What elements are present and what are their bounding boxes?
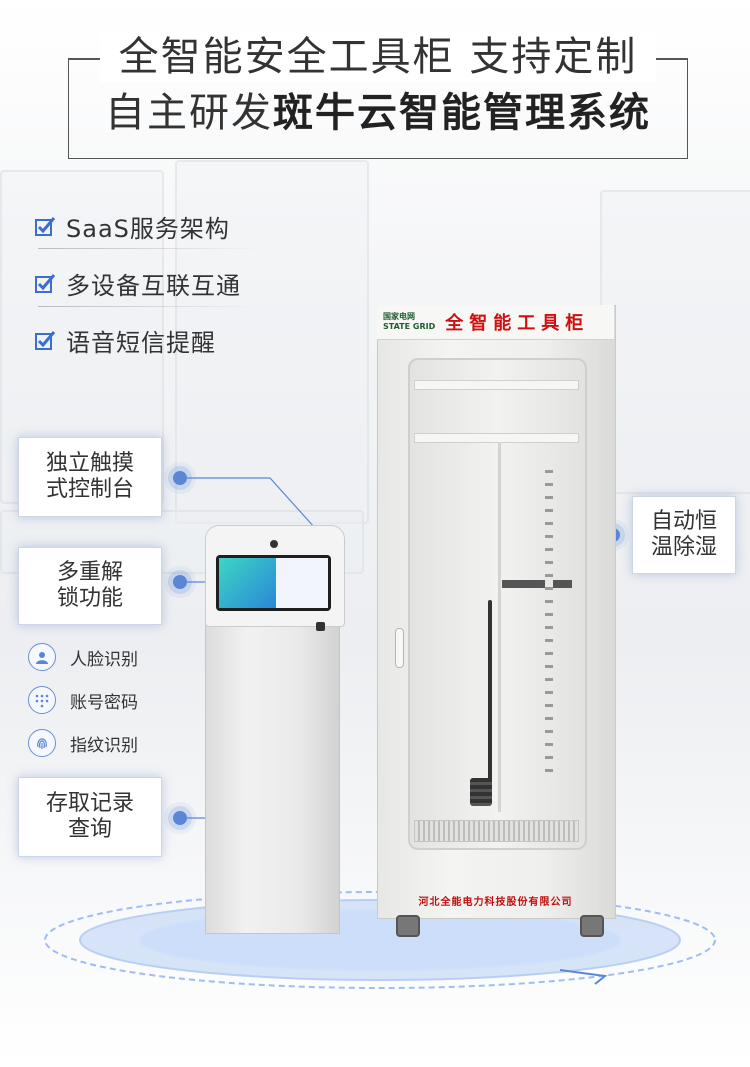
- callout-touch-console: 独立触摸 式控制台: [18, 437, 162, 517]
- indicator-dot: [173, 471, 187, 485]
- face-recognition-icon: [28, 643, 56, 671]
- state-grid-logo: 国家电网 STATE GRID: [383, 312, 436, 331]
- indicator-dot: [173, 575, 187, 589]
- indicator-dot: [173, 811, 187, 825]
- callout-text: 温除湿: [650, 535, 717, 560]
- kiosk-touchscreen[interactable]: [216, 555, 331, 611]
- shelf: [414, 380, 579, 390]
- vent-grille: [414, 820, 579, 842]
- divider: [38, 306, 262, 307]
- callout-records-query: 存取记录 查询: [18, 777, 162, 857]
- callout-text: 自动恒: [650, 509, 717, 534]
- feature-label: SaaS服务架构: [66, 214, 230, 243]
- shelf: [414, 433, 579, 443]
- unlock-method-label: 指纹识别: [70, 735, 138, 756]
- cable: [488, 600, 492, 800]
- feature-item-saas: SaaS服务架构: [34, 208, 294, 244]
- check-icon: [35, 274, 56, 293]
- divider-panel: [498, 442, 501, 812]
- rack-strip: [545, 460, 553, 780]
- check-icon: [35, 331, 56, 350]
- callout-text: 锁功能: [56, 586, 123, 611]
- callout-text: 式控制台: [45, 477, 134, 502]
- header-subtitle: 自主研发斑牛云智能管理系统: [105, 90, 651, 136]
- screen-login-panel: [275, 558, 328, 608]
- callout-text: 独立触摸: [45, 451, 134, 476]
- feature-label: 语音短信提醒: [66, 328, 216, 357]
- fingerprint-icon: [28, 729, 56, 757]
- callout-text: 多重解: [56, 560, 123, 585]
- manufacturer-label: 河北全能电力科技股份有限公司: [418, 897, 573, 908]
- cabinet-glass-door: [408, 358, 587, 850]
- unlock-method-label: 账号密码: [70, 692, 138, 713]
- unlock-method-fingerprint: 指纹识别: [28, 728, 138, 758]
- dehumidifier-unit: [470, 778, 492, 806]
- cabinet-title: 全智能工具柜: [445, 313, 590, 334]
- caster-wheel: [580, 915, 604, 937]
- callout-text: 查询: [67, 817, 112, 842]
- feature-item-interconnect: 多设备互联互通: [34, 265, 294, 301]
- feature-label: 多设备互联互通: [66, 271, 241, 300]
- feature-item-voice-sms: 语音短信提醒: [34, 322, 294, 358]
- callout-text: 存取记录: [45, 791, 134, 816]
- divider: [38, 248, 262, 249]
- caster-wheel: [396, 915, 420, 937]
- header-title: 全智能安全工具柜 支持定制: [100, 32, 656, 82]
- unlock-method-password: 账号密码: [28, 685, 138, 715]
- camera-icon: [270, 540, 278, 548]
- cabinet-header: 国家电网 STATE GRID 全智能工具柜: [377, 305, 614, 340]
- header-frame: [68, 58, 688, 159]
- screen-illustration: [219, 558, 276, 608]
- header-frame-top-right: [652, 58, 687, 60]
- callout-multi-unlock: 多重解 锁功能: [18, 547, 162, 625]
- fingerprint-reader: [316, 622, 325, 631]
- unlock-method-label: 人脸识别: [70, 649, 138, 670]
- callout-auto-climate: 自动恒 温除湿: [632, 496, 736, 574]
- door-handle[interactable]: [395, 628, 404, 668]
- check-icon: [35, 217, 56, 236]
- hanging-rail: [502, 580, 572, 588]
- keypad-icon: [28, 686, 56, 714]
- header-frame-top-left: [68, 58, 106, 60]
- unlock-method-face: 人脸识别: [28, 642, 138, 672]
